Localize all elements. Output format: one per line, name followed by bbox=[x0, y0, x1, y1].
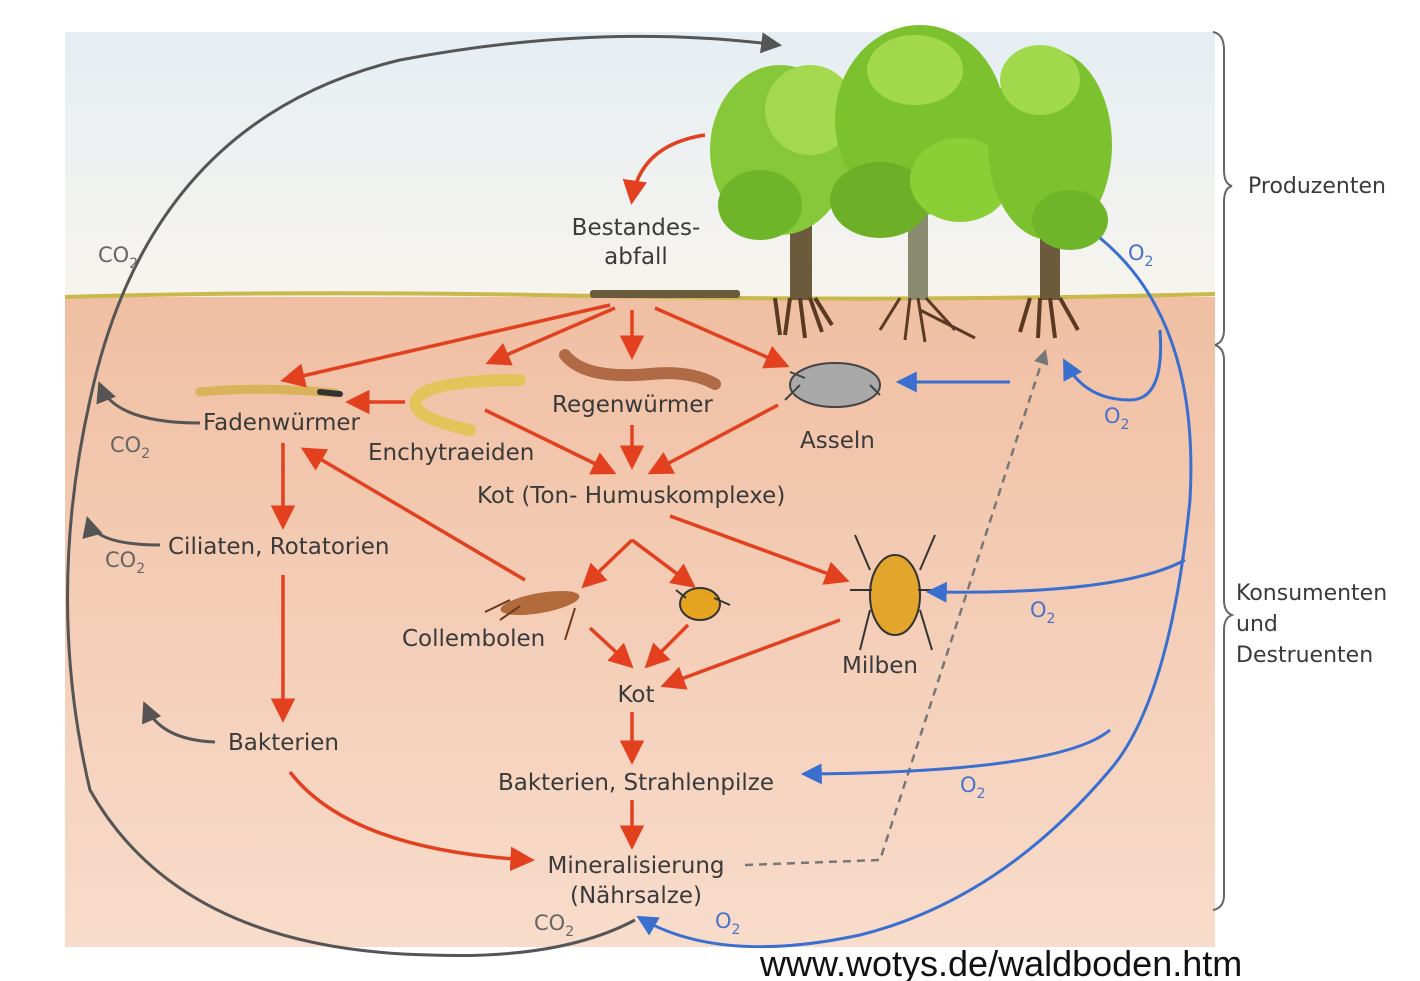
label-mineralisierung-line1: Mineralisierung bbox=[547, 853, 724, 879]
label-destruenten: Destruenten bbox=[1236, 643, 1373, 668]
label-ciliaten: Ciliaten, Rotatorien bbox=[168, 534, 390, 560]
label-und: und bbox=[1236, 612, 1278, 637]
fadenwuermer-organism bbox=[200, 389, 340, 394]
label-bestandesabfall-line2: abfall bbox=[604, 244, 668, 270]
label-produzenten: Produzenten bbox=[1248, 174, 1386, 199]
label-enchytraeiden: Enchytraeiden bbox=[368, 440, 534, 466]
producers-bracket bbox=[1213, 32, 1232, 345]
label-asseln: Asseln bbox=[800, 428, 875, 454]
label-regenwuermer: Regenwürmer bbox=[552, 392, 713, 418]
label-bestandesabfall-line1: Bestandes- bbox=[572, 215, 701, 241]
consumers-bracket bbox=[1213, 345, 1232, 910]
label-mineralisierung-line2: (Nährsalze) bbox=[570, 883, 702, 909]
label-konsumenten: Konsumenten bbox=[1236, 581, 1387, 606]
label-kot: Kot bbox=[617, 682, 654, 708]
label-fadenwuermer: Fadenwürmer bbox=[203, 410, 361, 436]
label-collembolen: Collembolen bbox=[402, 626, 545, 652]
label-milben: Milben bbox=[842, 653, 918, 679]
source-url[interactable]: www.wotys.de/waldboden.htm bbox=[759, 943, 1242, 981]
label-bakterien-strahlenpilze: Bakterien, Strahlenpilze bbox=[498, 770, 774, 796]
label-bakterien: Bakterien bbox=[228, 730, 339, 756]
litter-layer bbox=[590, 290, 740, 298]
label-kot-tonhumus: Kot (Ton- Humuskomplexe) bbox=[477, 483, 785, 509]
